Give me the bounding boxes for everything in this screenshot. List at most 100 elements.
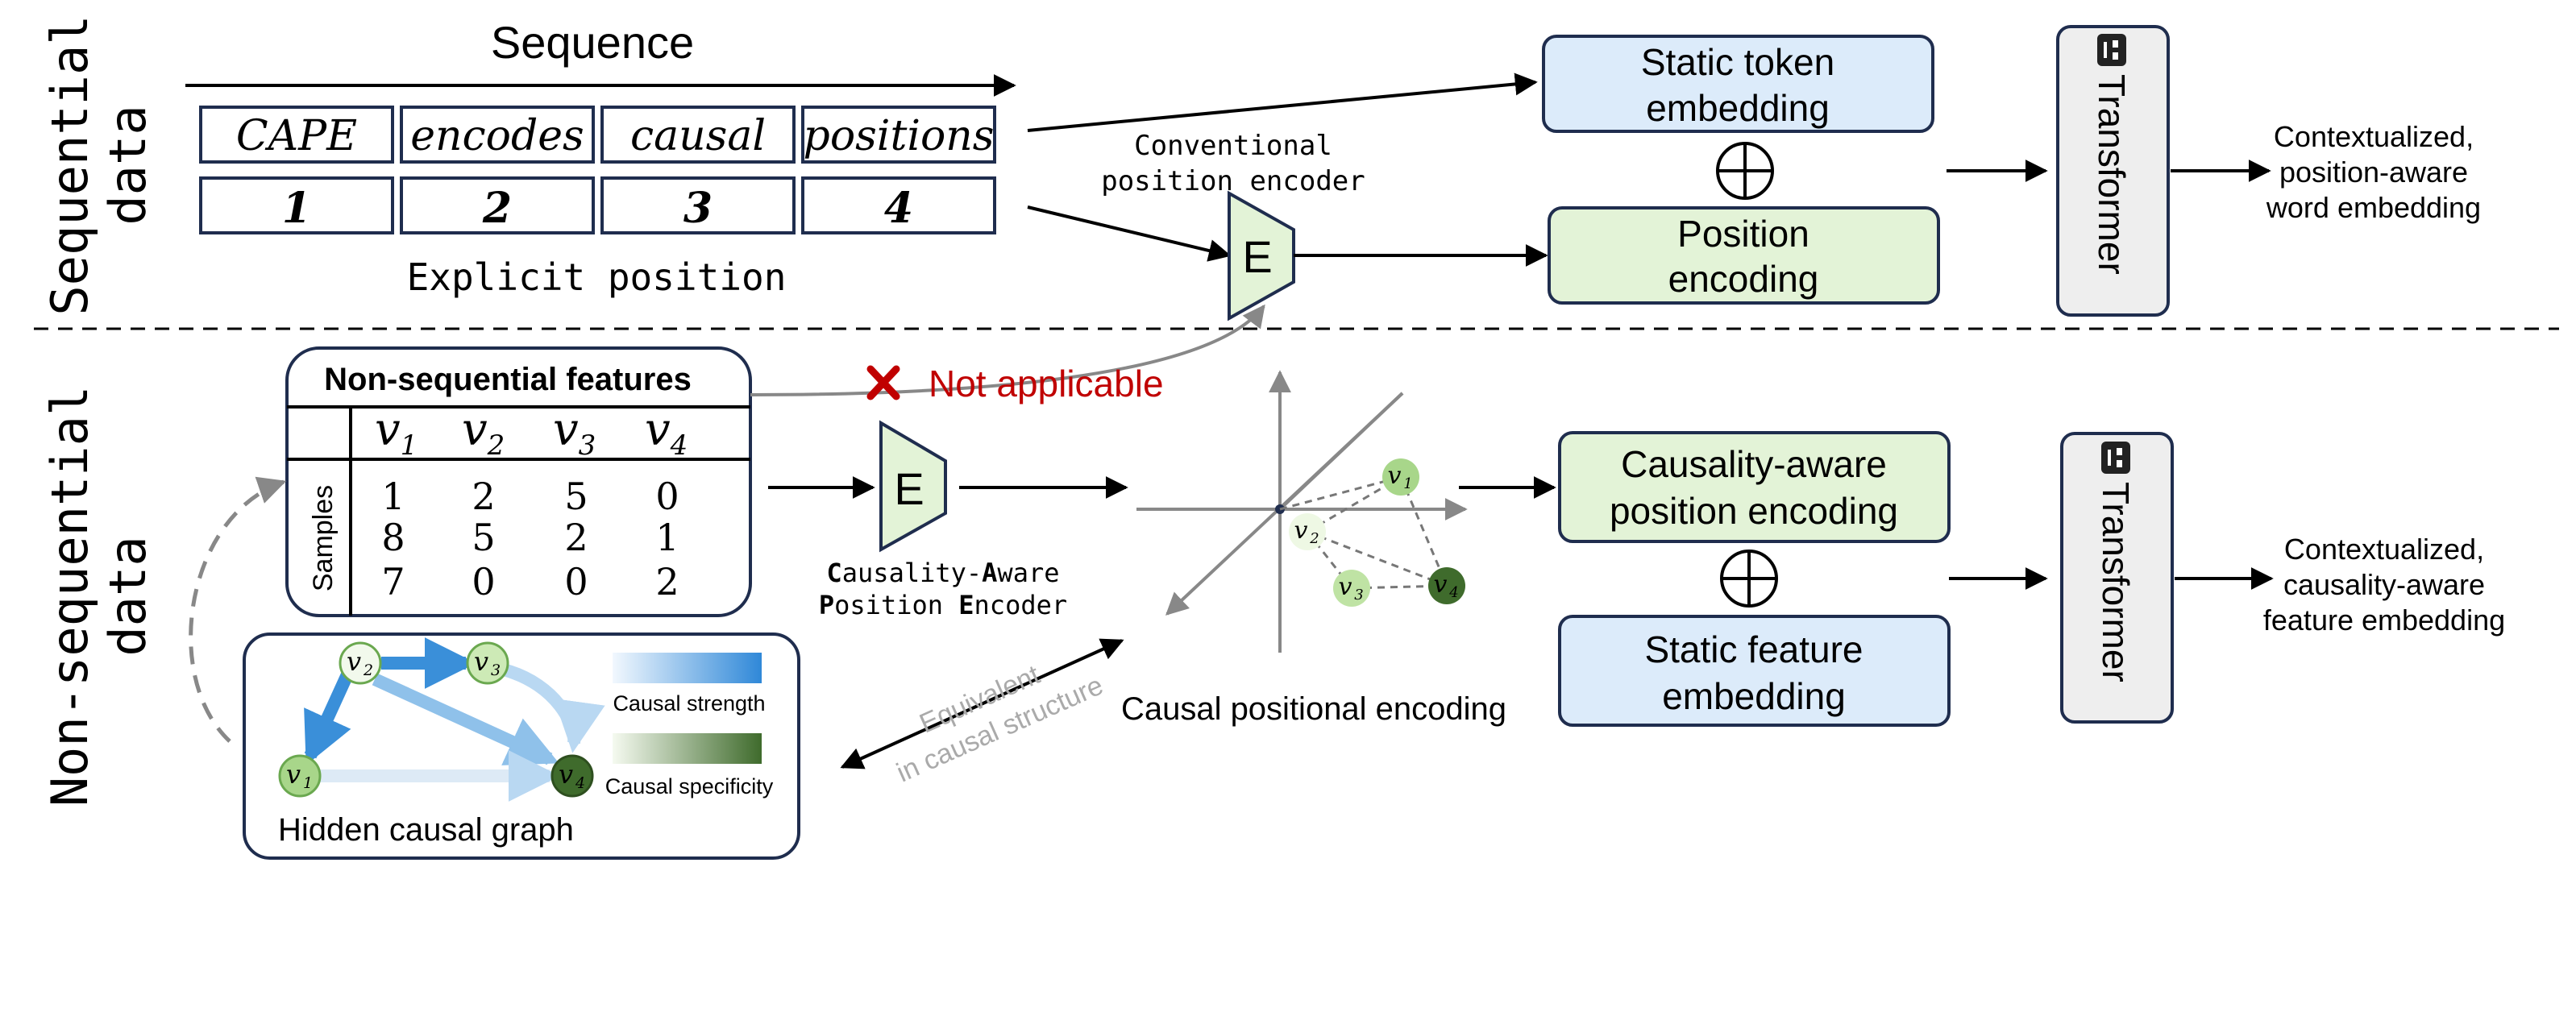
- arrow-to-static-token: [1027, 73, 1538, 132]
- feature-header: v2: [462, 404, 505, 462]
- nonsequential-row-label-1: Non-sequential: [40, 386, 99, 807]
- transformer-box: [2056, 25, 2170, 317]
- causal-strength-label: Causal strength: [613, 691, 765, 715]
- sequential-row-label-1: Sequential: [40, 15, 99, 315]
- position-encoding-box: [1548, 206, 1940, 305]
- arrow-to-encoder: [1027, 205, 1232, 262]
- svg-text:4: 4: [575, 774, 585, 792]
- causal-specificity-gradient: [613, 733, 762, 764]
- conventional-encoder-label-2: position encoder: [1101, 165, 1365, 197]
- graph-node: v 3: [466, 641, 509, 685]
- output-label-3: feature embedding: [2263, 603, 2505, 637]
- position-number: 2: [482, 184, 512, 233]
- table-cell: 2: [655, 560, 679, 603]
- equivalence-arrow: [840, 638, 1124, 769]
- causal-graph-edges: [304, 637, 605, 802]
- svg-text:2: 2: [1309, 530, 1319, 547]
- sequential-section: Sequential data Sequence CAPE encodes ca…: [40, 15, 2481, 321]
- transformer-box: [2060, 432, 2174, 724]
- sequence-title: Sequence: [491, 17, 694, 68]
- svg-text:4: 4: [1448, 584, 1458, 601]
- position-number: 3: [683, 184, 713, 233]
- transformer-label: Transformer: [2095, 482, 2137, 682]
- output-label-2: position-aware: [2279, 156, 2468, 189]
- causality-aware-pe-label-1: Causality-aware: [1621, 443, 1887, 485]
- position-box: [801, 176, 996, 234]
- static-feature-embedding-label-1: Static feature: [1644, 628, 1863, 670]
- circled-plus-icon: [1720, 550, 1778, 608]
- position-number: 1: [282, 184, 311, 233]
- static-token-embedding-label-1: Static token: [1641, 41, 1834, 83]
- samples-label: Samples: [308, 485, 339, 591]
- svg-text:1: 1: [303, 774, 313, 792]
- conventional-encoder-shape: [1228, 190, 1295, 321]
- svg-text:3: 3: [1354, 587, 1363, 603]
- position-number: 4: [884, 184, 913, 233]
- position-encoding-label-1: Position: [1677, 213, 1809, 255]
- output-label-3: word embedding: [2266, 191, 2481, 224]
- token-text: causal: [630, 112, 766, 160]
- svg-text:v: v: [1388, 462, 1402, 490]
- token-text: positions: [804, 112, 995, 160]
- nonsequential-row-label-2: data: [98, 536, 157, 656]
- svg-text:2: 2: [363, 662, 373, 679]
- table-cell: 2: [472, 475, 495, 518]
- position-box: [400, 176, 595, 234]
- embedded-node: v 4: [1428, 567, 1465, 604]
- table-cell: 1: [381, 475, 405, 518]
- table-cell: 7: [381, 560, 405, 603]
- graph-node: v 2: [339, 641, 382, 685]
- feature-header: v3: [553, 404, 596, 462]
- robot-mask-icon: [2101, 442, 2130, 474]
- embedded-node: v 3: [1333, 570, 1370, 607]
- red-x-icon: [866, 365, 900, 400]
- svg-text:v: v: [559, 759, 573, 790]
- nonsequential-section: Non-sequential data Non-sequential featu…: [40, 304, 2505, 860]
- feature-header: v1: [375, 404, 418, 462]
- causal-strength-gradient: [613, 653, 762, 683]
- features-table-box: [285, 346, 752, 617]
- token-row: [199, 106, 996, 164]
- table-values: 1 2 5 0 8 5 2 1 7 0 0 2: [381, 475, 679, 603]
- token-text: CAPE: [236, 112, 357, 160]
- svg-text:3: 3: [491, 662, 501, 679]
- position-row: [199, 176, 996, 234]
- token-box: [400, 106, 595, 164]
- causality-aware-pe-label-2: position encoding: [1610, 490, 1898, 532]
- static-feature-embedding-label-2: embedding: [1662, 675, 1846, 717]
- graph-node: v 4: [551, 754, 594, 798]
- embedding-space-axes: [1136, 370, 1468, 653]
- svg-text:v: v: [286, 759, 301, 790]
- token-box: [600, 106, 796, 164]
- sequential-row-label-2: data: [98, 105, 157, 225]
- feature-headers: v1 v2 v3 v4: [375, 404, 688, 462]
- cape-label-2: Position Encoder: [819, 590, 1067, 620]
- svg-text:v: v: [347, 646, 361, 677]
- cape-encoder-shape: [879, 420, 947, 553]
- embedded-node: v 1: [1382, 458, 1419, 496]
- cape-encoder-letter: E: [894, 463, 924, 514]
- causality-aware-pe-box: [1558, 431, 1951, 543]
- graph-node: v 1: [278, 754, 322, 798]
- static-feature-embedding-box: [1558, 615, 1951, 727]
- graph-to-table-dashed-arrow: [189, 476, 287, 743]
- position-box: [199, 176, 394, 234]
- features-title: Non-sequential features: [324, 362, 692, 397]
- causal-pe-caption: Causal positional encoding: [1121, 691, 1506, 727]
- embedded-node: v 2: [1289, 513, 1326, 550]
- table-cell: 1: [655, 516, 679, 559]
- static-token-embedding-label-2: embedding: [1646, 87, 1830, 129]
- table-cell: 0: [655, 475, 679, 518]
- feature-header: v4: [645, 404, 688, 462]
- svg-text:v: v: [1434, 570, 1448, 599]
- cape-label-1: Causality-Aware: [827, 558, 1060, 588]
- position-encoding-label-2: encoding: [1668, 258, 1819, 300]
- causal-specificity-label: Causal specificity: [605, 774, 774, 798]
- conventional-encoder-letter: E: [1242, 231, 1272, 282]
- token-text: encodes: [410, 112, 584, 160]
- output-label-2: causality-aware: [2283, 568, 2485, 601]
- circled-plus-icon: [1716, 142, 1774, 200]
- static-token-embedding-box: [1542, 35, 1934, 133]
- output-label-1: Contextualized,: [2274, 120, 2474, 153]
